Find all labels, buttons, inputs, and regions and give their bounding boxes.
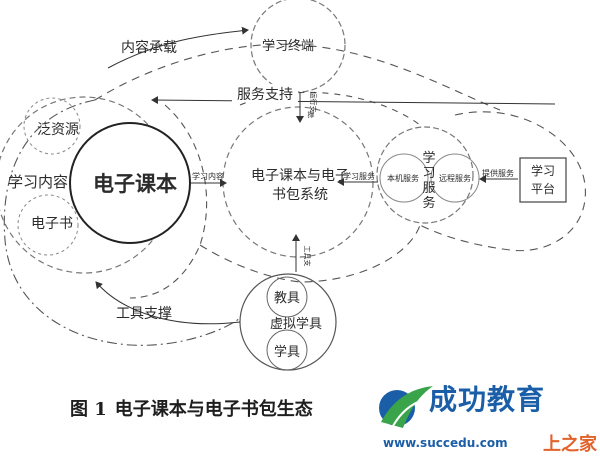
learning-terminal-label: 学习终端 bbox=[262, 38, 314, 54]
pan-resources-circle bbox=[23, 97, 81, 155]
content-carrying-arrow bbox=[107, 26, 249, 69]
tool-support-label: 工具支撑 bbox=[116, 306, 172, 322]
learning-service-circle bbox=[376, 126, 474, 224]
learning-service-char-3: 服 bbox=[422, 181, 435, 196]
learning-content-arrow-label: 学习内容 bbox=[192, 171, 224, 181]
watermark-brand: 成功教育 bbox=[429, 383, 546, 416]
caption-label: 图 1 bbox=[70, 399, 107, 420]
service-support-arrow bbox=[151, 96, 556, 105]
upper-arc-boundary bbox=[94, 43, 501, 111]
service-support-label-bg bbox=[232, 84, 298, 102]
content-carrying-label: 内容承载 bbox=[121, 39, 177, 56]
learning-tool-label: 学具 bbox=[274, 344, 300, 360]
learning-platform-node: 学习 平台 bbox=[519, 157, 567, 203]
core-system-label-line1: 电子课本与电子 bbox=[251, 168, 349, 184]
virtual-tools-label: 虚拟学具 bbox=[270, 316, 322, 332]
tools-vertical-label: 工具支 bbox=[303, 246, 312, 267]
service-support-label: 服务支持 bbox=[237, 87, 293, 103]
watermark-site: 上之家 bbox=[543, 434, 597, 455]
learning-content-label: 学习内容 bbox=[8, 173, 68, 191]
teaching-tool-label: 教具 bbox=[274, 290, 300, 306]
learning-terminal-node: 学习终端 bbox=[250, 0, 346, 93]
edge-labels: 内容承载 服务支持 工具支撑 学习内容 学习服务 提供服务 运行支 撑 工具支 bbox=[116, 39, 514, 322]
learning-service-arrow-label: 学习服务 bbox=[343, 171, 375, 181]
learning-platform-box bbox=[519, 157, 567, 203]
terminal-vertical-label-2: 撑 bbox=[308, 110, 315, 119]
remote-service-label: 远程服务 bbox=[439, 173, 471, 183]
pan-resources-label: 泛资源 bbox=[37, 122, 79, 138]
tool-support-arrow bbox=[95, 281, 241, 325]
local-service-circle bbox=[379, 153, 429, 203]
provide-service-arrow-label: 提供服务 bbox=[482, 168, 514, 178]
core-system-label-line2: 书包系统 bbox=[272, 187, 328, 203]
teaching-tool-circle bbox=[266, 276, 308, 318]
lower-arc-boundary bbox=[199, 224, 421, 283]
ecosystem-boundaries bbox=[3, 43, 586, 346]
edges bbox=[95, 26, 556, 325]
learning-service-char-1: 学 bbox=[422, 150, 435, 166]
learning-content-cluster: 泛资源 电子书 学习内容 电子课本 bbox=[0, 96, 191, 274]
learning-tool-circle bbox=[266, 329, 308, 371]
learning-platform-label-line1: 学习 bbox=[531, 163, 555, 178]
right-arc-boundary bbox=[419, 111, 586, 252]
watermark: 成功教育 www.succedu.com 上之家 bbox=[365, 378, 600, 462]
ebook-circle bbox=[17, 194, 79, 256]
watermark-url: www.succedu.com bbox=[383, 436, 508, 450]
ebook-label: 电子书 bbox=[31, 216, 73, 232]
learning-platform-label-line2: 平台 bbox=[531, 181, 555, 196]
learning-service-char-4: 务 bbox=[422, 195, 435, 211]
core-system-node: 电子课本与电子 书包系统 bbox=[222, 106, 374, 258]
brand-logo-icon bbox=[379, 386, 433, 428]
terminal-vertical-label-1: 运行支 bbox=[309, 92, 318, 113]
caption-text: 电子课本与电子书包生态 bbox=[114, 399, 313, 420]
content-region-boundary bbox=[129, 104, 208, 299]
inner-arc-boundary bbox=[239, 91, 421, 126]
outer-left-boundary bbox=[3, 99, 241, 346]
local-service-label: 本机服务 bbox=[387, 173, 419, 183]
etextbook-label: 电子课本 bbox=[93, 171, 177, 196]
virtual-tools-cluster: 教具 虚拟学具 学具 bbox=[239, 273, 337, 371]
learning-service-char-2: 习 bbox=[422, 166, 435, 181]
learning-service-cluster: 本机服务 远程服务 学 习 服 务 bbox=[376, 126, 480, 224]
